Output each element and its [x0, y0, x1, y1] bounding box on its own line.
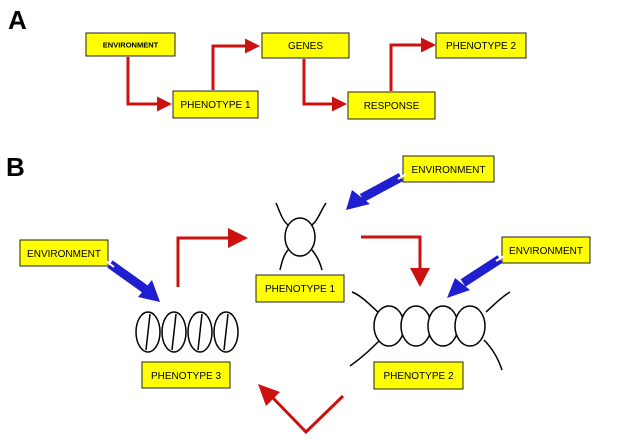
box-b-phenotype1: [255, 274, 345, 303]
box-a-response: [347, 91, 436, 120]
label-b-phenotype2: PHENOTYPE 2: [383, 371, 453, 382]
blue-arrow-icon: [447, 255, 505, 298]
label-a-phenotype2: PHENOTYPE 2: [446, 41, 516, 52]
organism-phenotype1-icon: [275, 202, 327, 271]
box-a-genes: [261, 32, 350, 59]
box-b-environment-top: [402, 155, 495, 183]
label-b-environment-left: ENVIRONMENT: [27, 249, 101, 260]
box-b-phenotype3: [141, 361, 231, 389]
panel-b-letter: B: [6, 152, 25, 182]
red-arrow-icon: [176, 228, 248, 287]
red-arrow-icon: [258, 384, 345, 435]
red-arrow-icon: [361, 235, 430, 287]
box-a-phenotype2: [435, 32, 527, 59]
red-arrow-icon: [302, 59, 347, 112]
box-b-environment-right: [501, 236, 591, 264]
panel-a-letter: A: [8, 5, 27, 35]
organism-phenotype3-icon: [135, 311, 239, 353]
organism-phenotype2-icon: [349, 291, 511, 371]
label-a-genes: GENES: [288, 41, 323, 52]
label-a-response: RESPONSE: [364, 101, 420, 112]
label-b-environment-right: ENVIRONMENT: [509, 246, 583, 257]
label-b-environment-top: ENVIRONMENT: [412, 165, 486, 176]
label-b-phenotype3: PHENOTYPE 3: [151, 371, 221, 382]
label-a-environment: ENVIRONMENT: [103, 41, 159, 50]
label-b-phenotype1: PHENOTYPE 1: [265, 284, 335, 295]
box-a-environment: [85, 32, 176, 57]
red-arrow-icon: [211, 38, 260, 90]
box-b-environment-left: [19, 239, 109, 267]
blue-arrow-icon: [346, 173, 407, 210]
label-a-phenotype1: PHENOTYPE 1: [180, 100, 250, 111]
box-a-phenotype1: [172, 90, 259, 119]
red-arrow-icon: [126, 57, 172, 112]
red-arrow-icon: [389, 37, 436, 91]
blue-arrow-icon: [105, 260, 160, 302]
box-b-phenotype2: [373, 361, 464, 390]
